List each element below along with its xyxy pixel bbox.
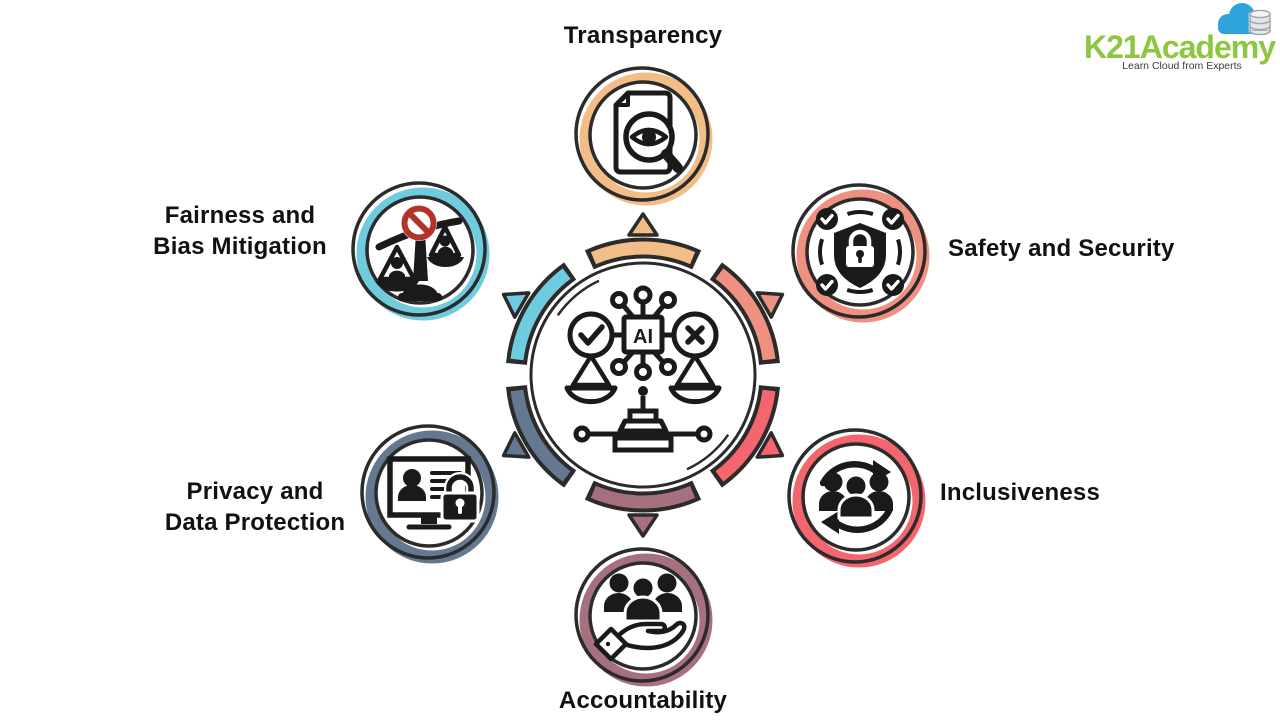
node-inclusiveness	[781, 422, 931, 572]
document-magnifier-eye-icon	[613, 90, 683, 175]
label-fairness-line2: Bias Mitigation	[153, 233, 327, 260]
node-safety-and-security	[785, 177, 935, 327]
hub-arc-safety	[715, 268, 776, 361]
hub-arrows	[501, 212, 785, 538]
hub-arrow-fairness	[501, 291, 531, 319]
node-fairness	[345, 175, 495, 325]
hub-arc-inclusiveness	[715, 389, 776, 482]
database-icon	[1248, 9, 1272, 36]
label-privacy-and-data-protection: Privacy and Data Protection	[110, 476, 400, 538]
monitor-user-lock-icon	[387, 456, 480, 530]
hub-sketch-arc-1	[556, 279, 600, 317]
logo-tagline: Learn Cloud from Experts	[1122, 60, 1242, 72]
unbalanced-scale-prohibition-icon	[375, 205, 464, 301]
node-privacy	[354, 418, 504, 568]
hand-holding-people-icon	[593, 573, 687, 662]
label-fairness-line1: Fairness and	[164, 202, 316, 229]
people-rotation-arrows-icon	[819, 460, 893, 534]
label-accountability: Accountability	[558, 687, 728, 714]
label-fairness-and-bias-mitigation: Fairness and Bias Mitigation	[95, 200, 385, 262]
hub-arc-privacy	[510, 389, 571, 482]
hub-arc-transparency	[590, 241, 696, 265]
ai-chip-label: AI	[633, 326, 653, 348]
hub-art: AI	[501, 212, 785, 538]
hub-arc-fairness	[510, 268, 571, 361]
hub-arc-ring	[506, 237, 780, 513]
ai-balance-icon: AI	[564, 285, 722, 453]
hub-arrow-safety	[755, 291, 785, 319]
prohibition-sign-icon	[401, 205, 437, 241]
logo-brand-text: K21Academy	[1084, 29, 1276, 65]
label-privacy-line2: Data Protection	[164, 509, 346, 536]
shield-lock-checks-icon	[816, 208, 904, 296]
k21academy-logo: K21Academy Learn Cloud from Experts	[1082, 2, 1280, 74]
cloud-database-icon	[1218, 3, 1272, 36]
hub-arc-accountability	[590, 485, 696, 509]
label-safety-and-security: Safety and Security	[948, 235, 1175, 262]
hub-arrow-privacy	[501, 431, 531, 459]
hub-arrow-inclusiveness	[755, 431, 785, 459]
hub-arrow-accountability	[627, 513, 659, 538]
node-transparency	[568, 60, 718, 210]
check-circle-icon	[567, 311, 615, 359]
hub-sketch-arc-2	[686, 433, 730, 471]
label-privacy-line1: Privacy and	[186, 478, 324, 505]
hub-arrow-transparency	[627, 212, 659, 237]
label-inclusiveness: Inclusiveness	[940, 479, 1101, 506]
label-transparency: Transparency	[563, 22, 723, 49]
hub-circle: AI	[463, 195, 823, 555]
ai-chip	[621, 314, 665, 355]
node-accountability	[568, 541, 718, 691]
